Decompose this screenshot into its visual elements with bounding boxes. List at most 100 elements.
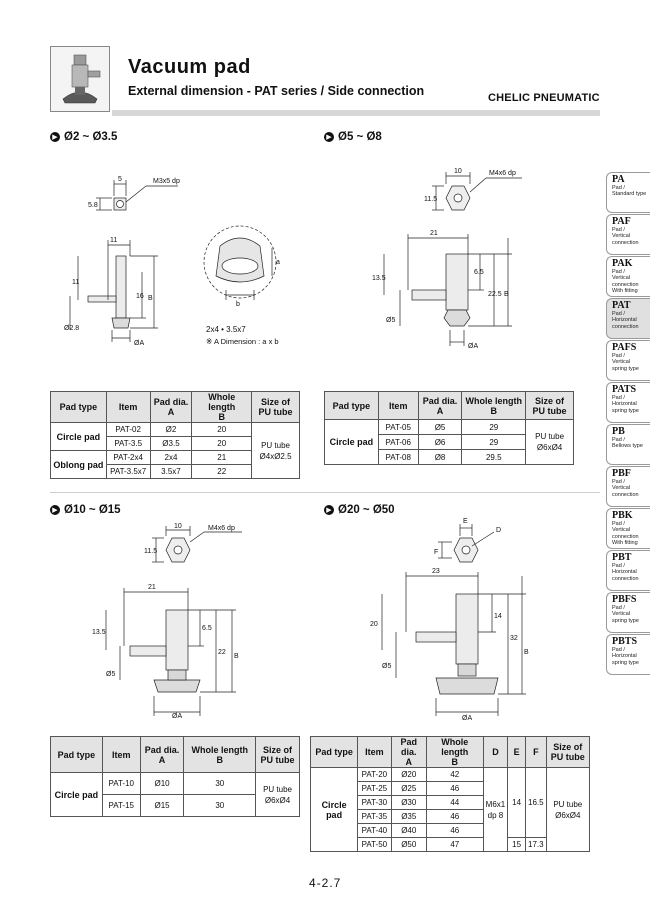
arrow-bullet-icon: ▶ — [50, 505, 60, 515]
table-header: Size of PU tube — [251, 391, 300, 423]
dim-h1: 11 — [72, 279, 79, 286]
table-header: Pad type — [324, 391, 379, 420]
pad-dia-cell: Ø3.5 — [149, 436, 193, 451]
tab-pbfs[interactable]: PBFS Pad / Vertical spring type — [606, 592, 650, 633]
dim-top-height: 11.5 — [424, 196, 437, 203]
dim-h1: 13.5 — [92, 629, 106, 636]
item-cell: PAT-20 — [357, 767, 392, 782]
dim-a: ØA — [172, 713, 182, 720]
table-row: Circle pad PAT-02 Ø2 20 PU tube Ø4xØ2.5 — [50, 422, 300, 479]
dim-top-height: 11.5 — [144, 548, 157, 555]
length-cell: 46 — [425, 823, 484, 838]
table-header: Pad type — [50, 736, 103, 773]
product-image — [50, 46, 110, 112]
item-cell: PAT-10 — [101, 772, 141, 795]
dim-h2: 6.5 — [202, 625, 212, 632]
item-cell: PAT-40 — [357, 823, 392, 838]
pad-dia-cell: Ø35 — [390, 809, 427, 824]
tab-pat[interactable]: PAT Pad / Horizontal connection — [606, 298, 650, 339]
arrow-bullet-icon: ▶ — [50, 132, 60, 142]
table-header: Pad dia. A — [139, 736, 185, 773]
dim-port: Ø5 — [106, 671, 115, 678]
pad-dia-cell: Ø6 — [417, 434, 463, 450]
table-row: PAT-08 Ø8 29.5 — [325, 449, 574, 465]
item-cell: PAT-15 — [101, 794, 141, 817]
tube-size-cell: PU tube Ø6xØ4 — [545, 767, 591, 852]
dim-width: 23 — [432, 568, 440, 575]
table-header: Size of PU tube — [525, 391, 574, 420]
tab-pbf[interactable]: PBF Pad / Vertical connection — [606, 466, 650, 507]
arrow-bullet-icon: ▶ — [324, 505, 334, 515]
tab-pbk[interactable]: PBK Pad / Vertical connection With fitti… — [606, 508, 650, 549]
pad-type-cell: Circle pad — [324, 419, 379, 465]
table-row: PAT-30 Ø30 44 — [311, 795, 590, 810]
dim-h1: 20 — [370, 621, 378, 628]
length-cell: 46 — [425, 781, 484, 796]
dim-e-cell: 14 — [507, 767, 527, 838]
table-header: Whole length B — [183, 736, 257, 773]
table-header: Item — [101, 736, 141, 773]
table-header: Pad dia. A — [149, 391, 193, 423]
table-header: Size of PU tube — [255, 736, 300, 773]
item-cell: PAT-05 — [377, 419, 419, 435]
spec-table-2: Pad type Item Pad dia. A Whole length B … — [324, 391, 574, 465]
tab-pbts[interactable]: PBTS Pad / Horizontal spring type — [606, 634, 650, 675]
pad-dia-cell: Ø2 — [149, 422, 193, 437]
dimension-drawing-1: 5 5.8 M3x5 dp 11 11 16 B Ø2.8 ØA b a 2x4… — [64, 176, 280, 347]
dim-port: Ø2.8 — [64, 325, 79, 332]
pad-type-cell: Circle pad — [50, 772, 103, 817]
brand-name: CHELIC PNEUMATIC — [488, 92, 600, 104]
dim-f-cell: 16.5 — [525, 767, 547, 838]
dim-d: D — [496, 527, 501, 534]
spec-table-3: Pad type Item Pad dia. A Whole length B … — [50, 736, 300, 817]
dim-h3: 32 — [510, 635, 518, 642]
dim-h1: 13.5 — [372, 275, 386, 282]
dim-a: ØA — [468, 343, 478, 350]
item-cell: PAT-06 — [377, 434, 419, 450]
tab-paf[interactable]: PAF Pad / Vertical connection — [606, 214, 650, 255]
length-cell: 20 — [191, 436, 253, 451]
table-header: Item — [105, 391, 151, 423]
dim-f-cell: 17.3 — [525, 837, 547, 852]
pad-type-cell: Oblong pad — [50, 450, 107, 479]
dim-h2: 14 — [494, 613, 502, 620]
length-cell: 47 — [425, 837, 484, 852]
dimension-note: ※ A Dimension : a x b — [206, 337, 279, 346]
dim-h3: 22.5 — [488, 291, 502, 298]
length-cell: 22 — [191, 464, 253, 479]
length-cell: 42 — [425, 767, 484, 782]
dim-width: 11 — [110, 237, 117, 244]
table-row: Circle pad PAT-10 Ø10 30 PU tube Ø6xØ4 — [50, 772, 300, 817]
section-heading-4: ▶ Ø20 ~ Ø50 — [324, 504, 395, 516]
pad-dia-cell: 2x4 — [149, 450, 193, 465]
tab-pak[interactable]: PAK Pad / Vertical connection With fitti… — [606, 256, 650, 297]
header-divider — [112, 110, 600, 116]
table-header: Pad type — [309, 736, 359, 768]
item-cell: PAT-08 — [377, 449, 419, 465]
dim-a: ØA — [134, 340, 144, 347]
tab-pafs[interactable]: PAFS Pad / Vertical spring type — [606, 340, 650, 381]
pad-type-cell: Circle pad — [50, 422, 107, 451]
tab-pa[interactable]: PA Pad / Standard type — [606, 172, 650, 213]
oblong-dim-b: b — [236, 301, 240, 308]
pad-dia-cell: Ø15 — [139, 794, 185, 817]
length-cell: 30 — [183, 772, 257, 795]
tab-pbt[interactable]: PBT Pad / Horizontal connection — [606, 550, 650, 591]
item-cell: PAT-02 — [105, 422, 151, 437]
pad-dia-cell: Ø20 — [390, 767, 427, 782]
page-title: Vacuum pad — [128, 56, 251, 78]
tab-pats[interactable]: PATS Pad / Horizontal spring type — [606, 382, 650, 423]
dim-h2: 6.5 — [474, 269, 484, 276]
pad-dia-cell: Ø10 — [139, 772, 185, 795]
table-header: Item — [377, 391, 419, 420]
item-cell: PAT-3.5x7 — [105, 464, 151, 479]
section-heading-1: ▶ Ø2 ~ Ø3.5 — [50, 131, 117, 143]
length-cell: 46 — [425, 809, 484, 824]
item-cell: PAT-3.5 — [105, 436, 151, 451]
oblong-dim-a: a — [276, 259, 280, 266]
dim-a: ØA — [462, 715, 472, 722]
spec-table-4: Pad type Item Pad dia. A Whole length B … — [309, 736, 591, 852]
tab-pb[interactable]: PB Pad / Bellows type — [606, 424, 650, 465]
pad-dia-cell: Ø50 — [390, 837, 427, 852]
table-header: Whole length B — [461, 391, 527, 420]
